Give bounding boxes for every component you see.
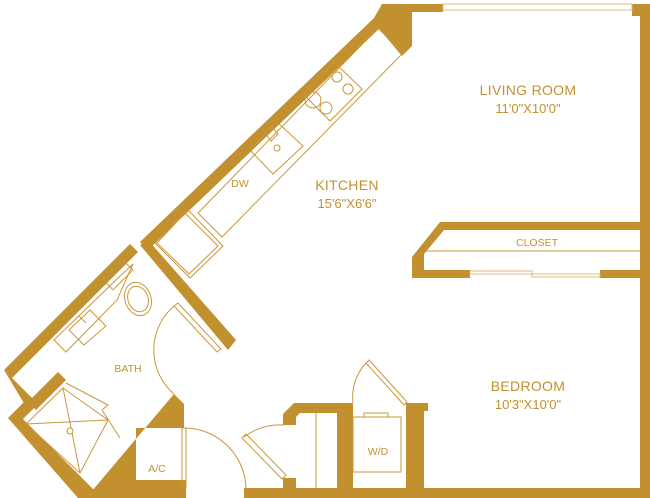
closet-label: CLOSET bbox=[516, 237, 559, 249]
bedroom-name: BEDROOM bbox=[491, 378, 565, 394]
ac-label: A/C bbox=[148, 463, 166, 475]
window-closet-door-left bbox=[469, 270, 533, 275]
toilet-bowl bbox=[123, 281, 153, 317]
vanity bbox=[53, 263, 134, 353]
wall-closet bbox=[412, 222, 650, 278]
sink bbox=[249, 121, 304, 175]
burner-icon bbox=[319, 101, 333, 115]
washer-dryer bbox=[352, 416, 402, 473]
wall-wedge bbox=[86, 394, 186, 498]
living-room-dims: 11'0"X10'0" bbox=[495, 101, 561, 116]
wd-label: W/D bbox=[368, 446, 389, 458]
windows bbox=[424, 3, 640, 278]
labels: LIVING ROOM 11'0"X10'0" KITCHEN 15'6"X6'… bbox=[114, 82, 576, 475]
wall-bath-step bbox=[28, 372, 66, 410]
wall-bath-kitchen bbox=[140, 240, 236, 350]
wall-kitchen-diagonal bbox=[140, 18, 382, 250]
wall-shower-bottom bbox=[8, 412, 98, 498]
bath-door-swing bbox=[153, 305, 175, 395]
wall-closet-divider bbox=[337, 403, 345, 488]
wall-wd-right bbox=[406, 403, 424, 488]
dishwasher-label: DW bbox=[231, 178, 249, 190]
bath-label: BATH bbox=[114, 363, 141, 375]
bedroom-dims: 10'3"X10'0" bbox=[495, 397, 562, 412]
wall-entry-closet bbox=[283, 403, 351, 425]
bath-faucet bbox=[78, 315, 87, 324]
burner-icon bbox=[342, 83, 354, 95]
burner-icon bbox=[331, 71, 343, 83]
doors bbox=[153, 302, 408, 489]
kitchen-counter bbox=[197, 27, 404, 238]
kitchen-name: KITCHEN bbox=[315, 177, 379, 193]
wall-wd-left bbox=[345, 403, 353, 488]
refrigerator bbox=[154, 209, 224, 279]
walls bbox=[4, 4, 650, 498]
living-room-name: LIVING ROOM bbox=[480, 82, 577, 98]
bath-fixtures bbox=[25, 259, 153, 474]
wd-door-swing bbox=[352, 362, 367, 404]
shower-diag bbox=[25, 419, 109, 425]
stove bbox=[302, 61, 363, 122]
burner-icon bbox=[304, 91, 322, 109]
wall-ac-base bbox=[168, 480, 186, 488]
entry-door-leaf bbox=[241, 433, 287, 480]
shower-drain-icon bbox=[66, 427, 74, 435]
wall-right bbox=[640, 4, 650, 498]
toilet-seat bbox=[127, 285, 149, 313]
wd-top bbox=[363, 412, 389, 418]
toilet-tank bbox=[102, 259, 134, 291]
wall-bottom bbox=[244, 488, 650, 498]
wall-bath-outer bbox=[4, 244, 138, 378]
wall-top-corner bbox=[374, 4, 443, 56]
ac-door-swing bbox=[185, 427, 247, 489]
bath-door-leaf bbox=[173, 302, 222, 353]
ac-door-leaf bbox=[181, 427, 187, 489]
refrigerator-inner bbox=[156, 212, 219, 275]
kitchen-dims: 15'6"X6'6" bbox=[317, 196, 376, 211]
window-living-top bbox=[442, 3, 633, 11]
entry-door-swing bbox=[243, 424, 285, 438]
wall-entry-post bbox=[283, 478, 296, 488]
drain-icon bbox=[273, 144, 281, 152]
wd-door-leaf bbox=[365, 359, 408, 406]
window-closet-door-right bbox=[531, 273, 601, 278]
shower-door bbox=[65, 382, 121, 439]
wall-closet-right bbox=[600, 270, 650, 278]
bath-sink bbox=[68, 309, 107, 346]
faucet bbox=[263, 125, 279, 142]
kitchen-fixtures bbox=[154, 27, 404, 279]
